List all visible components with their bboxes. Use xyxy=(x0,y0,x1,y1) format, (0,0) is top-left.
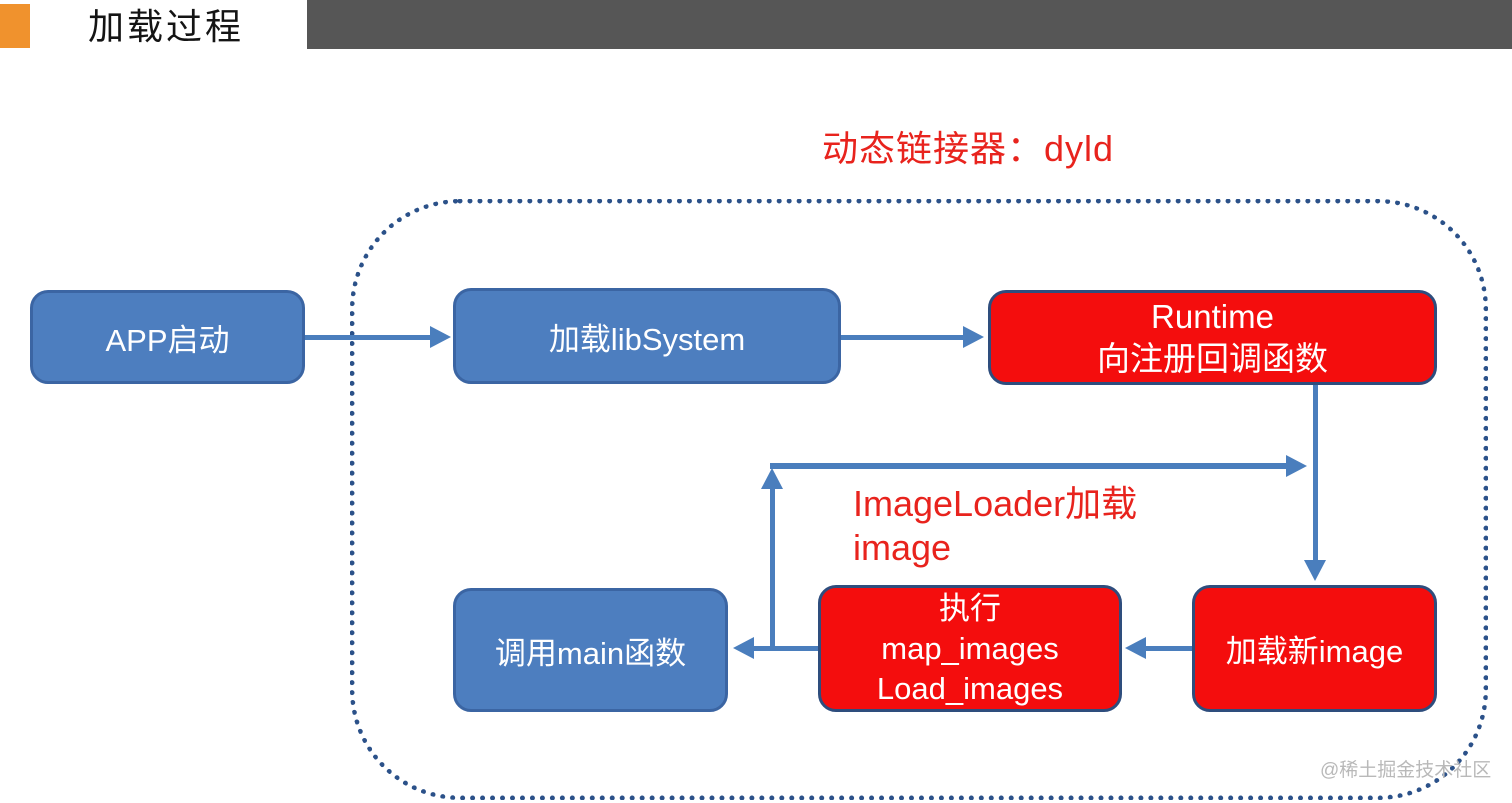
node-load-libsystem: 加载libSystem xyxy=(453,288,841,384)
arrow-runtime-to-newimage-head xyxy=(1304,560,1326,581)
loop-arrow-top-shaft xyxy=(770,463,1288,469)
loop-arrow-rise-head xyxy=(761,468,783,489)
dyld-dashed-frame xyxy=(350,199,1488,800)
node-exec-line3: Load_images xyxy=(876,670,1064,706)
node-load-new-image: 加载新image xyxy=(1192,585,1437,712)
arrow-runtime-to-newimage-shaft xyxy=(1313,385,1318,562)
node-runtime-line2: 向注册回调函数 xyxy=(1097,339,1328,377)
node-exec-map-load-images: 执行 map_images Load_images xyxy=(818,585,1122,712)
node-load-new-image-label: 加载新image xyxy=(1225,634,1404,669)
node-runtime-register-callback: Runtime 向注册回调函数 xyxy=(988,290,1437,385)
loop-arrow-rise-shaft xyxy=(770,486,775,650)
node-exec-line1: 执行 xyxy=(939,590,1001,626)
arrow-exec-to-main-head xyxy=(733,637,754,659)
loop-arrow-top-head xyxy=(1286,455,1307,477)
dyld-subtitle: 动态链接器：dyld xyxy=(822,128,1115,169)
node-app-launch: APP启动 xyxy=(30,290,305,384)
arrow-newimage-to-exec-shaft xyxy=(1146,646,1192,651)
arrow-libsystem-to-runtime-head xyxy=(963,326,984,348)
arrow-app-to-libsystem-shaft xyxy=(305,335,432,340)
node-call-main-label: 调用main函数 xyxy=(494,635,687,671)
watermark: @稀土掘金技术社区 xyxy=(1320,760,1492,781)
node-runtime-line1: Runtime xyxy=(1151,297,1274,335)
node-app-launch-label: APP启动 xyxy=(105,322,230,358)
imageloader-loop-label-line2: image xyxy=(853,527,952,568)
imageloader-loop-label: ImageLoader加载 image xyxy=(853,482,1137,570)
node-call-main: 调用main函数 xyxy=(453,588,728,712)
arrow-newimage-to-exec-head xyxy=(1125,637,1146,659)
arrow-app-to-libsystem-head xyxy=(430,326,451,348)
node-load-libsystem-label: 加载libSystem xyxy=(548,321,746,357)
page-title: 加载过程 xyxy=(88,7,245,47)
arrow-libsystem-to-runtime-shaft xyxy=(841,335,965,340)
node-exec-line2: map_images xyxy=(881,630,1059,666)
arrow-exec-to-main-shaft xyxy=(754,646,818,651)
imageloader-loop-label-line1: ImageLoader加载 xyxy=(853,483,1138,524)
orange-accent-block xyxy=(0,4,30,48)
header-gray-bar xyxy=(307,0,1512,49)
